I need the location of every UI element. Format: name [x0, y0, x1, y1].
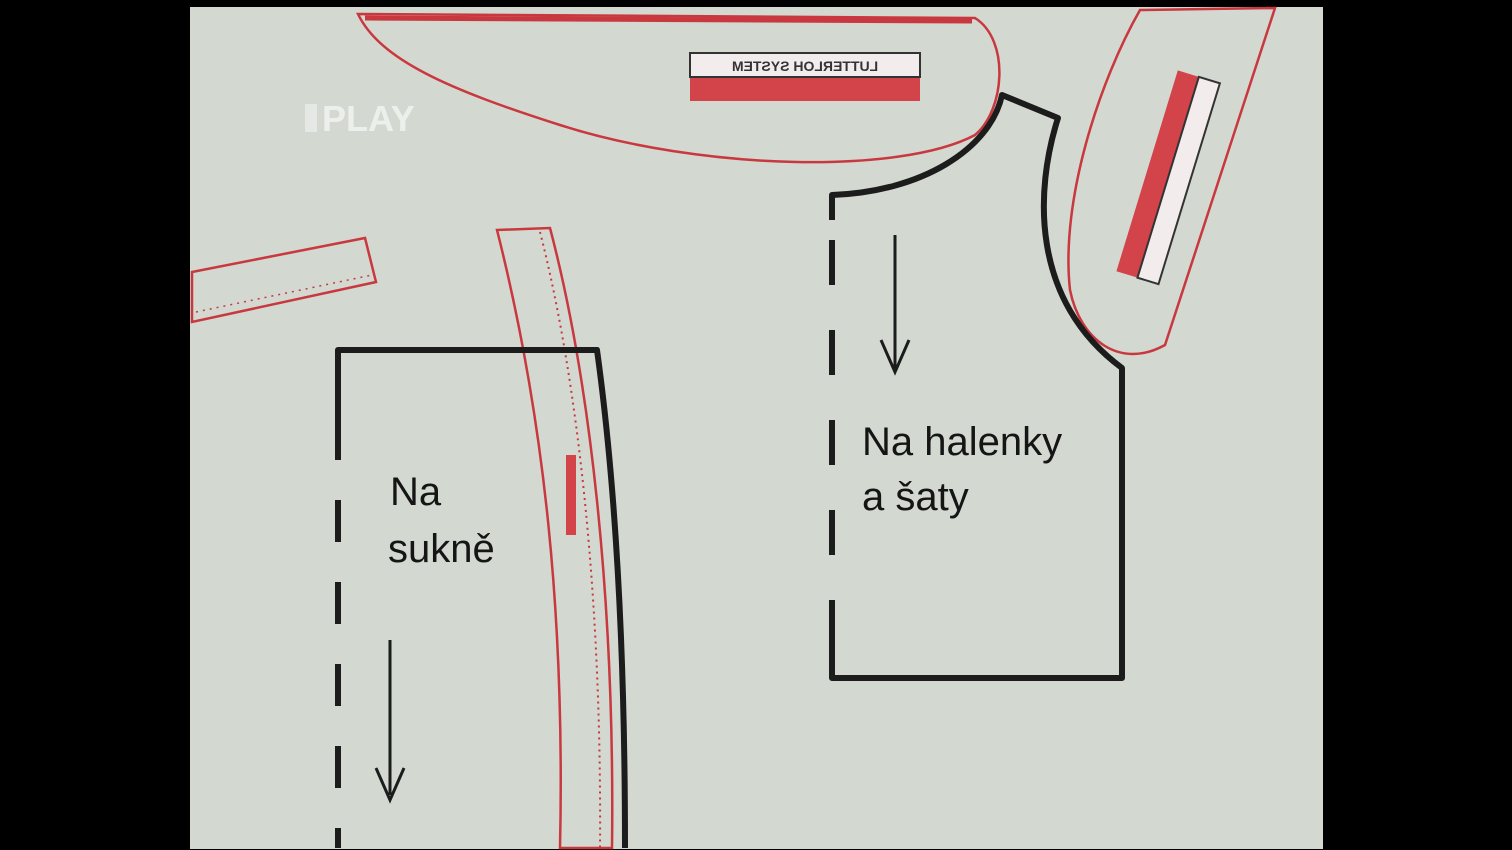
skirt-label-line2: sukně: [388, 527, 495, 571]
straight-ruler-left: [190, 236, 378, 324]
channel-logo: PLAY: [322, 98, 415, 139]
curved-ruler-top: LUTTERLOH SYSTEM: [356, 12, 1001, 164]
curved-ruler-skirt: [495, 226, 614, 850]
blouse-label-line1: Na halenky: [862, 420, 1062, 464]
channel-logo-mark: [305, 104, 317, 132]
curved-ruler-right: [1067, 6, 1277, 356]
paper-background: [190, 7, 1323, 849]
blouse-label-line2: a šaty: [862, 475, 969, 519]
ruler-brand-text: LUTTERLOH SYSTEM: [732, 58, 878, 74]
skirt-label-line1: Na: [390, 470, 442, 514]
blouse-pattern: [829, 92, 1125, 681]
skirt-pattern: [335, 347, 628, 849]
